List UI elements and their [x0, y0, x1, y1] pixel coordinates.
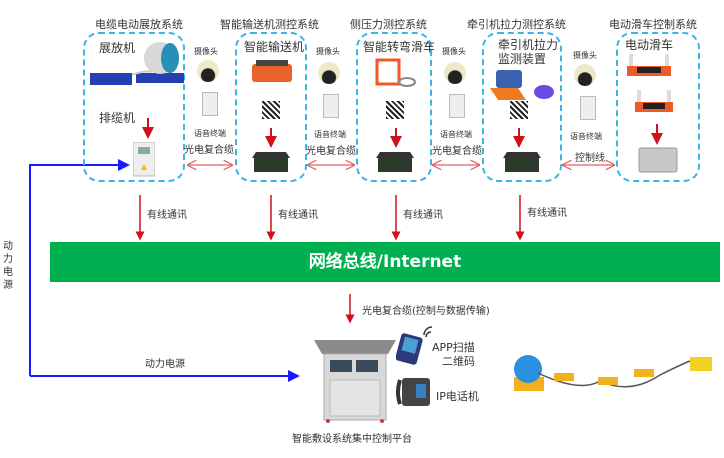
- camera-label: 摄像头: [316, 47, 340, 56]
- system-title-traction: 牵引机拉力测控系统: [467, 18, 566, 31]
- voice-terminal-icon: [323, 94, 339, 118]
- system-box-side-pressure: [356, 32, 432, 182]
- downlink-label: 光电复合缆(控制与数据传输): [362, 306, 490, 317]
- network-bus: 网络总线/Internet: [50, 242, 720, 282]
- device-label-payoff: 展放机: [99, 41, 136, 55]
- camera-label: 摄像头: [442, 47, 466, 56]
- device-label-cable-arranger: 排缆机: [99, 111, 136, 125]
- traction-machine-icon: [490, 70, 554, 100]
- system-title-electric-pulley: 电动滑车控制系统: [609, 18, 697, 31]
- wired-comm-label: 有线通讯: [403, 210, 443, 221]
- system-box-traction: [482, 32, 562, 182]
- link-label: 光电复合缆: [184, 145, 234, 156]
- control-cabinet-icon: [133, 142, 155, 177]
- voice-terminal-label: 语音终端: [570, 132, 602, 141]
- device-label-turning-pulley: 智能转弯滑车: [363, 40, 436, 54]
- cable-laying-illustration-icon: [514, 355, 712, 391]
- voice-terminal-icon: [580, 96, 596, 120]
- device-label-traction-1: 牵引机拉力: [498, 38, 559, 52]
- camera-icon: [574, 64, 596, 86]
- ip-phone-icon: [396, 378, 430, 406]
- turning-pulley-icon: [375, 58, 416, 87]
- voice-terminal-label: 语音终端: [194, 129, 226, 138]
- device-label-conveyor: 智能输送机: [244, 40, 305, 54]
- cable-reel-icon: [90, 42, 184, 85]
- power-vertical-label: 动力电源: [3, 241, 13, 291]
- power-line-top: [29, 159, 130, 376]
- voice-terminal-icon: [202, 92, 218, 116]
- qr-code-icon: [510, 101, 528, 119]
- qr-code-icon: [386, 101, 404, 119]
- control-box-icon: [252, 152, 290, 172]
- handheld-scanner-icon: [396, 326, 433, 365]
- device-label-electric-pulley: 电动滑车: [625, 38, 674, 52]
- system-title-side-pressure: 侧压力测控系统: [350, 18, 427, 31]
- voice-terminal-icon: [449, 94, 465, 118]
- app-scan-label: APP扫描: [432, 341, 475, 354]
- voice-terminal-label: 语音终端: [440, 130, 472, 139]
- control-platform-icon: [314, 340, 396, 423]
- link-label: 控制线: [575, 153, 605, 164]
- system-title-cable-laying: 电缆电动展放系统: [95, 18, 183, 31]
- control-box-icon: [503, 152, 541, 172]
- system-box-cable-laying: [83, 32, 185, 182]
- link-label: 光电复合缆: [306, 146, 356, 157]
- ip-phone-label: IP电话机: [436, 390, 479, 403]
- device-label-traction-2: 监测装置: [498, 52, 547, 66]
- electric-pulley-icon: [627, 54, 673, 112]
- conveyor-icon: [252, 60, 292, 82]
- control-box-icon: [376, 152, 414, 172]
- power-horizontal-label: 动力电源: [145, 359, 185, 370]
- platform-label: 智能敷设系统集中控制平台: [292, 434, 412, 445]
- aluminum-case-icon: [638, 147, 678, 173]
- voice-terminal-label: 语音终端: [314, 130, 346, 139]
- wired-comm-label: 有线通讯: [147, 210, 187, 221]
- wired-comm-label: 有线通讯: [278, 210, 318, 221]
- camera-icon: [444, 62, 466, 84]
- wired-comm-label: 有线通讯: [527, 208, 567, 219]
- system-title-conveyor: 智能输送机测控系统: [220, 18, 319, 31]
- qr-code-icon: [262, 101, 280, 119]
- system-box-conveyor: [235, 32, 307, 182]
- qr-code-label: 二维码: [442, 355, 475, 368]
- camera-icon: [197, 60, 219, 82]
- camera-label: 摄像头: [573, 51, 597, 60]
- link-label: 光电复合缆: [432, 146, 482, 157]
- camera-icon: [318, 62, 340, 84]
- system-box-electric-pulley: [616, 32, 700, 182]
- camera-label: 摄像头: [194, 47, 218, 56]
